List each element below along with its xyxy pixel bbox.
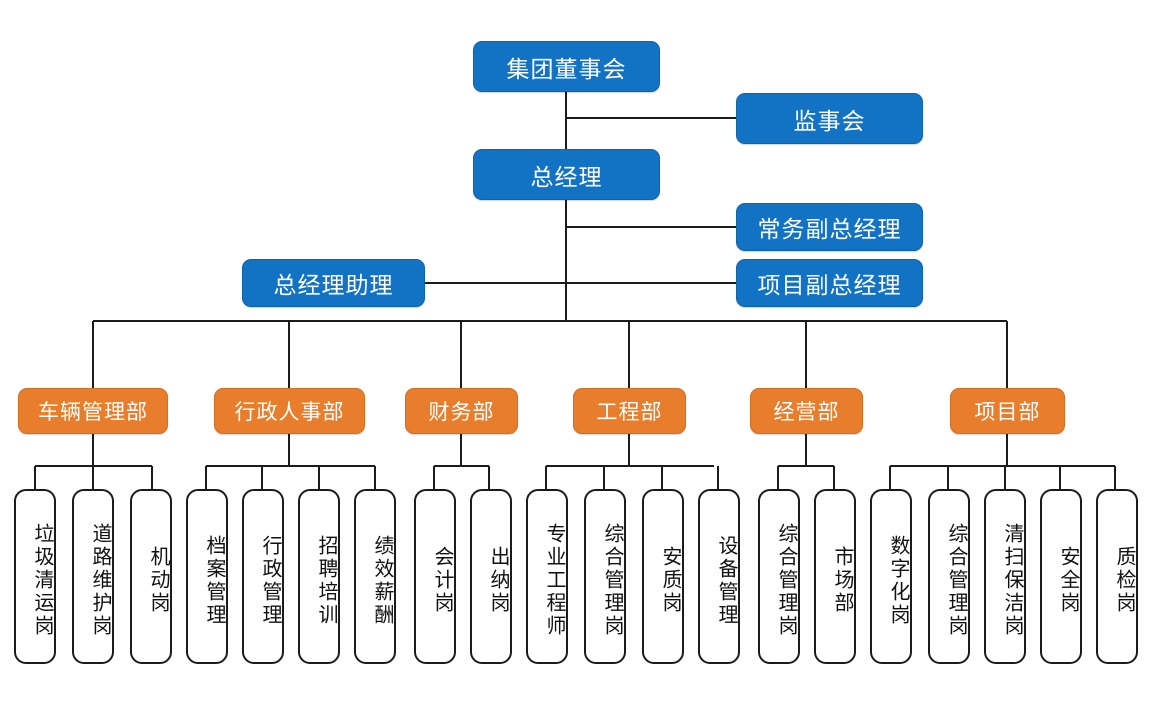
- department-node-engineer[interactable]: 工程部: [573, 388, 686, 434]
- post-node-post-12[interactable]: 安质岗: [642, 489, 684, 664]
- exec-node-gm_assistant[interactable]: 总经理助理: [242, 259, 425, 307]
- post-node-post-19[interactable]: 安全岗: [1040, 489, 1082, 664]
- department-node-admin_hr[interactable]: 行政人事部: [214, 388, 365, 434]
- department-node-vehicle[interactable]: 车辆管理部: [18, 388, 168, 434]
- post-node-post-18[interactable]: 清扫保洁岗: [984, 489, 1026, 664]
- post-node-post-02[interactable]: 道路维护岗: [72, 489, 114, 664]
- exec-node-project_vp[interactable]: 项目副总经理: [736, 259, 923, 307]
- post-node-post-09[interactable]: 出纳岗: [470, 489, 512, 664]
- department-node-project[interactable]: 项目部: [950, 388, 1065, 434]
- post-node-post-06[interactable]: 招聘培训: [298, 489, 340, 664]
- post-node-post-04[interactable]: 档案管理: [186, 489, 228, 664]
- post-node-post-20[interactable]: 质检岗: [1096, 489, 1138, 664]
- department-node-finance[interactable]: 财务部: [405, 388, 518, 434]
- exec-node-exec_vp[interactable]: 常务副总经理: [736, 203, 923, 251]
- post-node-post-08[interactable]: 会计岗: [414, 489, 456, 664]
- post-node-post-05[interactable]: 行政管理: [242, 489, 284, 664]
- post-node-post-01[interactable]: 垃圾清运岗: [14, 489, 56, 664]
- post-node-post-11[interactable]: 综合管理岗: [584, 489, 626, 664]
- exec-node-supervisors[interactable]: 监事会: [736, 93, 923, 144]
- exec-node-board[interactable]: 集团董事会: [473, 41, 660, 92]
- post-node-post-13[interactable]: 设备管理: [698, 489, 740, 664]
- post-node-post-16[interactable]: 数字化岗: [870, 489, 912, 664]
- post-node-post-14[interactable]: 综合管理岗: [758, 489, 800, 664]
- post-node-post-03[interactable]: 机动岗: [130, 489, 172, 664]
- department-node-business[interactable]: 经营部: [750, 388, 863, 434]
- post-node-post-15[interactable]: 市场部: [814, 489, 856, 664]
- post-node-post-17[interactable]: 综合管理岗: [928, 489, 970, 664]
- post-node-post-07[interactable]: 绩效薪酬: [354, 489, 396, 664]
- post-node-post-10[interactable]: 专业工程师: [526, 489, 568, 664]
- exec-node-gm[interactable]: 总经理: [473, 149, 660, 200]
